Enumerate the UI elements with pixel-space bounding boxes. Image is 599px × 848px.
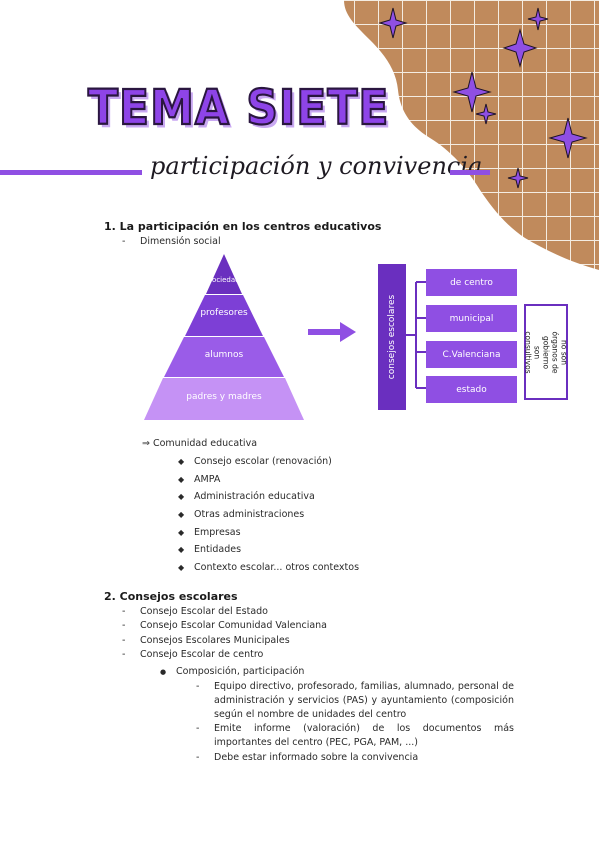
comunidad-item: Otras administraciones: [178, 509, 304, 520]
consultivos-note: no son órganos de gobierno son consultiv…: [523, 330, 569, 374]
section-1-sub: Dimensión social: [122, 236, 221, 247]
composicion-bullet: Composición, participación: [160, 666, 304, 677]
bracket-lines: [406, 281, 428, 389]
pyramid-label-padres: padres y madres: [186, 392, 262, 402]
star-icon: [475, 103, 497, 125]
page-subtitle: participación y convivencia: [150, 152, 483, 180]
consejo-item: Consejo Escolar Comunidad Valenciana: [122, 620, 327, 631]
comunidad-item: Administración educativa: [178, 491, 315, 502]
comunidad-item: Consejo escolar (renovación): [178, 456, 332, 467]
kraft-grid-decoration: [344, 0, 599, 270]
arrow-right-icon: [308, 322, 356, 342]
level-de-centro: de centro: [426, 269, 517, 296]
level-estado: estado: [426, 376, 517, 403]
pyramid-level-profesores: [185, 295, 263, 336]
pyramid-level-sociedad: [206, 254, 242, 294]
consultivos-note-box: no son órganos de gobierno son consultiv…: [523, 304, 569, 400]
star-icon: [548, 117, 588, 159]
star-icon: [502, 28, 538, 68]
comunidad-item: AMPA: [178, 474, 221, 485]
comunidad-title: ⇒ Comunidad educativa: [142, 438, 258, 449]
section-2-heading: 2. Consejos escolares: [104, 590, 238, 603]
star-icon: [527, 7, 549, 31]
pyramid-diagram: [144, 254, 304, 420]
comunidad-item: Contexto escolar... otros contextos: [178, 562, 359, 573]
pyramid-level-padres: [144, 378, 304, 420]
pyramid-label-alumnos: alumnos: [204, 350, 244, 360]
consejo-item: Consejo Escolar del Estado: [122, 606, 268, 617]
comunidad-item: Entidades: [178, 544, 241, 555]
pyramid-label-profesores: profesores: [200, 308, 248, 318]
pyramid-label-sociedad: sociedad: [208, 276, 240, 284]
detail-paragraph: Emite informe (valoración) de los docume…: [196, 722, 514, 750]
section-1-heading: 1. La participación en los centros educa…: [104, 220, 382, 233]
level-c-valenciana: C.Valenciana: [426, 341, 517, 368]
page-title: TEMA SIETE: [87, 79, 390, 137]
detail-paragraph: Debe estar informado sobre la convivenci…: [196, 751, 514, 765]
star-icon: [452, 71, 492, 113]
consejo-item: Consejo Escolar de centro: [122, 649, 263, 660]
detail-paragraph: Equipo directivo, profesorado, familias,…: [196, 680, 514, 722]
star-icon: [378, 7, 408, 39]
title-line-left: [0, 170, 142, 175]
comunidad-item: Empresas: [178, 527, 240, 538]
consejo-item: Consejos Escolares Municipales: [122, 635, 290, 646]
level-municipal: municipal: [426, 305, 517, 332]
star-icon: [507, 167, 529, 189]
title-line-right: [450, 170, 490, 175]
consejos-escolares-label: consejos escolares: [387, 294, 397, 380]
pyramid-level-alumnos: [164, 337, 284, 377]
consejos-escolares-bar: consejos escolares: [378, 264, 406, 410]
